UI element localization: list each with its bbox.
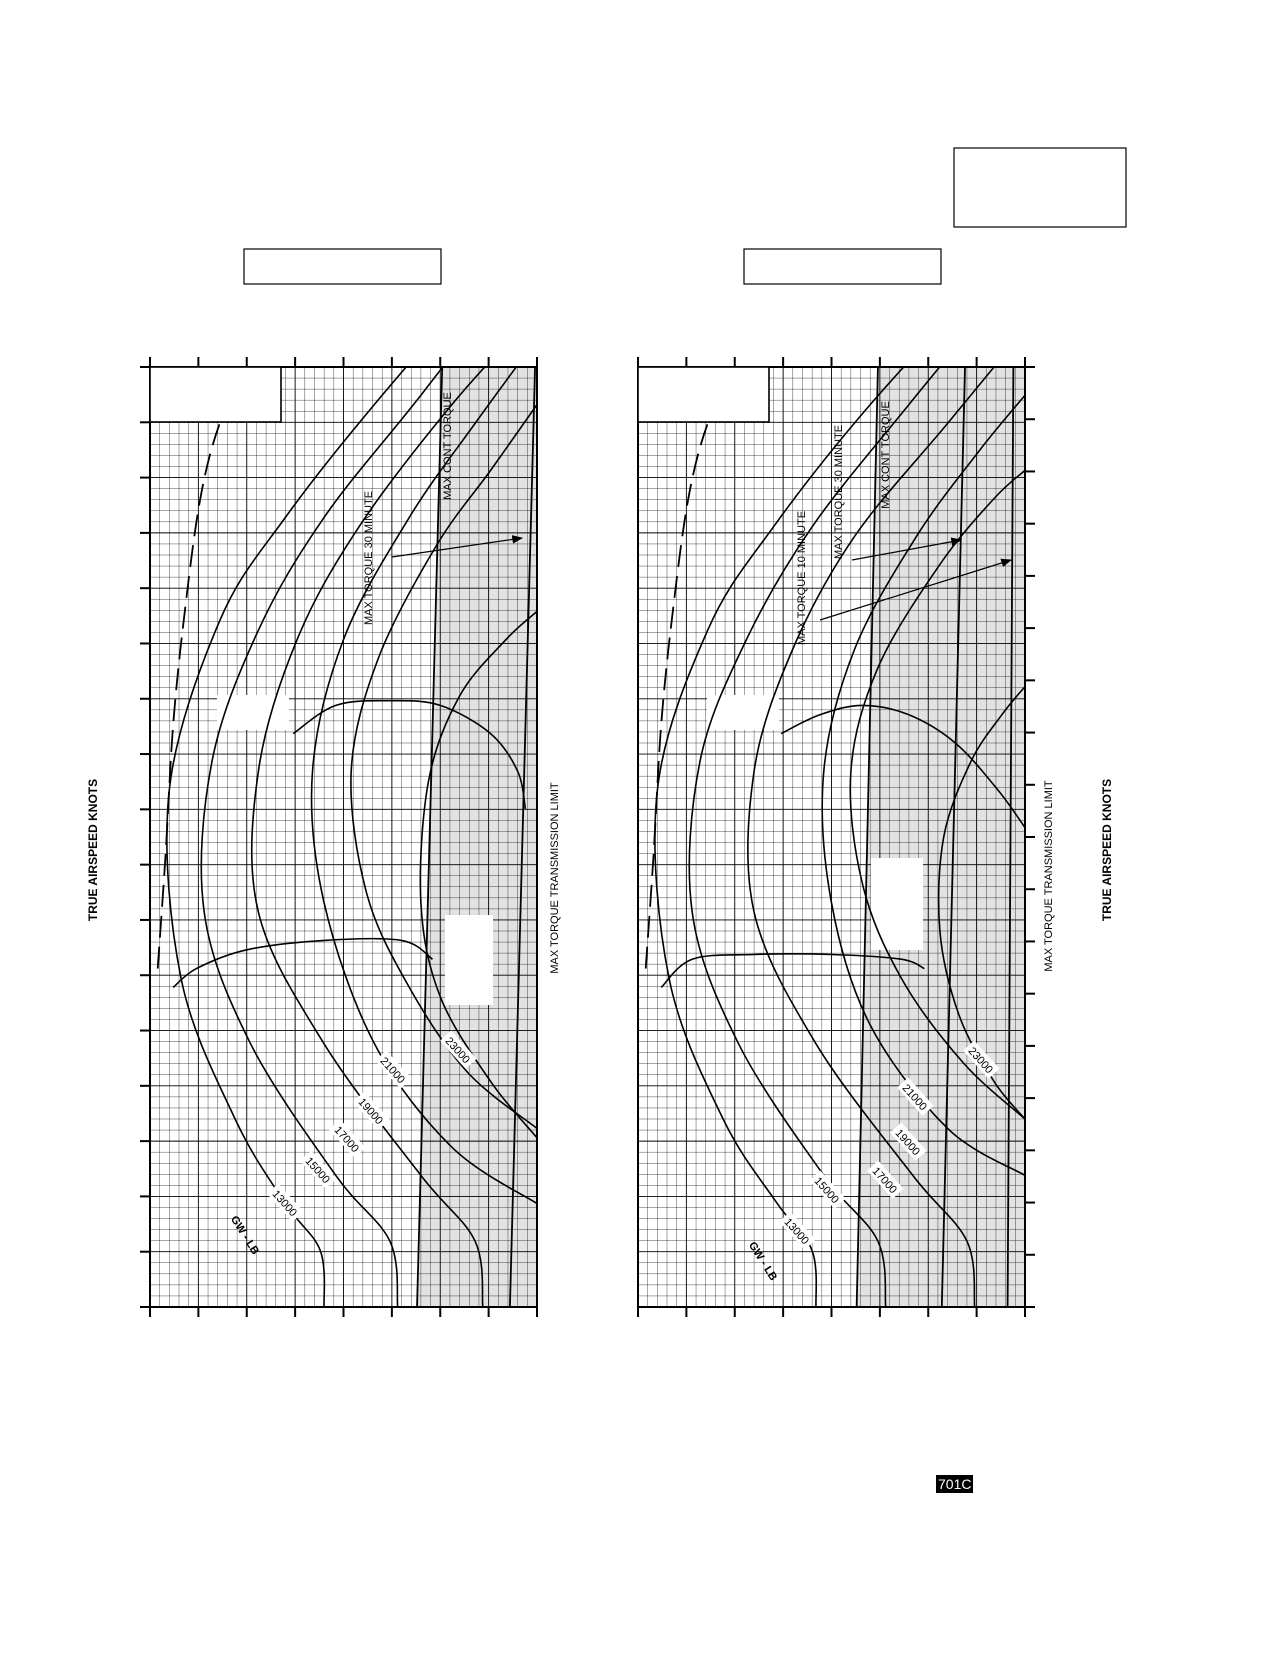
dashed-boundary-curve xyxy=(156,367,248,969)
right-chart: MAX CONT TORQUE MAX TORQUE 30 MINUTE MAX T… xyxy=(637,357,1055,1317)
label-max-cont: MAX CONT TORQUE xyxy=(880,401,892,509)
limit-line xyxy=(940,367,966,1307)
weight-label-bg xyxy=(963,1040,1000,1079)
gw-curve-19000 xyxy=(310,367,537,1205)
blank-label-area xyxy=(445,915,493,1005)
curves xyxy=(156,367,537,1307)
weight-label-bg xyxy=(440,1030,477,1069)
annotation-arrow xyxy=(851,537,963,561)
blank-label-area xyxy=(217,695,289,730)
weight-label-bg xyxy=(375,1050,412,1089)
boundary-curve-upper xyxy=(780,704,1025,829)
weight-label-bg xyxy=(897,1077,934,1116)
figure-code: 701C xyxy=(936,1475,974,1493)
weight-label-bg xyxy=(809,1170,846,1209)
limit-line xyxy=(855,367,879,1307)
annotation-arrow xyxy=(819,558,1013,621)
weight-label-19000: 19000 xyxy=(353,1091,390,1130)
label-max30: MAX TORQUE 30 MINUTE xyxy=(833,425,845,559)
label-max30: MAX TORQUE 30 MINUTE xyxy=(363,491,375,625)
weight-label-13000: 13000 xyxy=(779,1211,816,1250)
left-chart: MAX CONT TORQUE MAX TORQUE 30 MINUTE MAX T… xyxy=(140,357,561,1317)
shaded-region xyxy=(417,367,537,1307)
label-gw: GW - LB xyxy=(746,1240,779,1283)
weight-label-21000: 21000 xyxy=(375,1050,412,1089)
label-trans: MAX TORQUE TRANSMISSION LIMIT xyxy=(549,782,561,974)
dashed-boundary-curve xyxy=(644,367,736,969)
weight-label-bg xyxy=(353,1091,390,1130)
gw-curve-13000 xyxy=(654,367,905,1307)
label-trans: MAX TORQUE TRANSMISSION LIMIT xyxy=(1043,780,1055,972)
limit-line xyxy=(416,367,444,1307)
label-max-cont: MAX CONT TORQUE xyxy=(442,392,454,500)
blank-legend-box xyxy=(637,366,770,423)
blank-legend-box xyxy=(149,366,282,423)
boundary-curve-lower xyxy=(172,937,433,989)
gw-curve-17000 xyxy=(746,367,996,1307)
label-max10: MAX TORQUE 10 MINUTE xyxy=(796,511,808,645)
left-y-axis-title: TRUE AIRSPEED KNOTS xyxy=(86,779,100,921)
weight-label-15000: 15000 xyxy=(809,1170,846,1209)
grid xyxy=(149,366,538,1308)
weight-label-bg xyxy=(300,1150,337,1189)
right-y-axis-title: TRUE AIRSPEED KNOTS xyxy=(1100,779,1114,921)
gw-curve-17000 xyxy=(250,367,486,1307)
blank-label-area xyxy=(871,858,923,950)
ticks xyxy=(637,357,1035,1317)
ticks xyxy=(140,357,538,1317)
grid xyxy=(637,366,1026,1308)
left-chart-title-box xyxy=(243,248,442,285)
weight-label-bg xyxy=(779,1211,816,1250)
label-gw: GW - LB xyxy=(228,1214,261,1257)
header-box-right xyxy=(953,147,1127,228)
gw-curve-15000 xyxy=(200,367,444,1307)
limit-line xyxy=(509,367,536,1307)
weight-label-bg xyxy=(267,1183,304,1222)
boundary-curve-lower xyxy=(660,953,925,988)
annotation-arrow xyxy=(391,535,524,558)
gw-curve-23000 xyxy=(419,610,537,1139)
right-chart-title-box xyxy=(743,248,942,285)
limit-line xyxy=(1006,367,1015,1307)
weight-label-bg xyxy=(867,1160,904,1199)
weight-label-bg xyxy=(890,1122,927,1161)
weight-label-bg xyxy=(329,1119,366,1158)
boundary-curve-upper xyxy=(292,699,527,809)
gw-curve-21000 xyxy=(849,469,1025,1120)
